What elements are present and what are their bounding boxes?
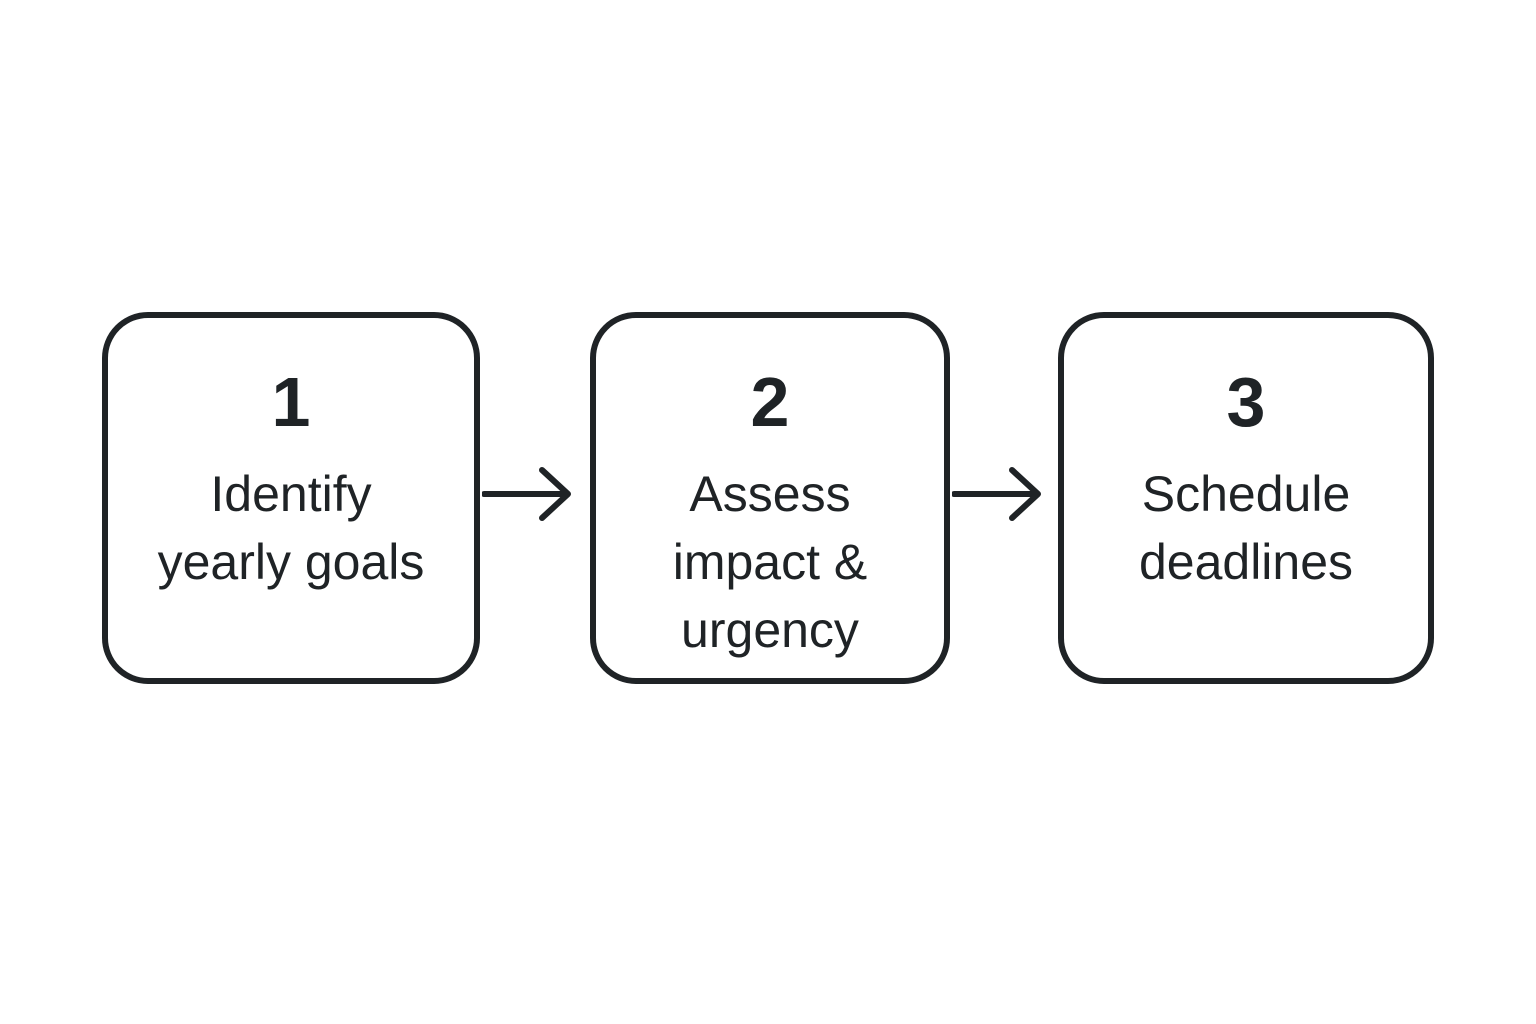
arrow-right-icon — [952, 467, 1041, 521]
step-2-box: 2 Assess impact & urgency — [590, 312, 950, 684]
step-2-label: Assess impact & urgency — [606, 460, 934, 664]
step-3-box: 3 Schedule deadlines — [1058, 312, 1434, 684]
step-2-label-line: Assess — [689, 466, 851, 522]
step-2-label-line: urgency — [681, 602, 859, 658]
step-3-label-line: Schedule — [1141, 466, 1351, 522]
step-3-number: 3 — [1226, 363, 1266, 441]
step-1-label: Identify yearly goals — [118, 460, 464, 596]
step-3-label-line: deadlines — [1138, 534, 1354, 590]
step-2-number: 2 — [750, 363, 790, 441]
step-1-label-line: yearly goals — [157, 534, 425, 590]
arrow-right-icon — [482, 467, 571, 521]
step-1-box: 1 Identify yearly goals — [102, 312, 480, 684]
step-2-label-line: impact & — [672, 534, 868, 590]
step-1-number: 1 — [271, 363, 311, 441]
step-1-label-line: Identify — [210, 466, 372, 522]
step-3-label: Schedule deadlines — [1074, 460, 1418, 596]
